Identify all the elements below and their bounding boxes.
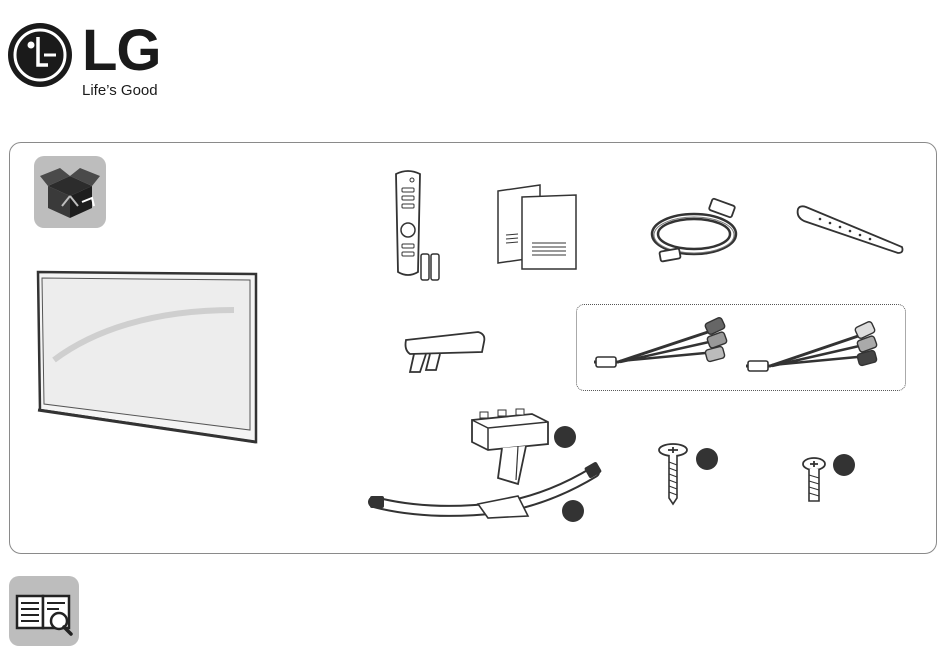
lg-face-icon xyxy=(8,23,72,87)
stand-screw-small xyxy=(800,455,828,505)
cable-holder-strap xyxy=(794,203,906,257)
magic-remote-with-batteries xyxy=(388,168,448,284)
component-gender-cable xyxy=(590,314,740,372)
lg-tagline: Life’s Good xyxy=(82,82,158,100)
lg-wordmark: LG xyxy=(82,18,161,84)
callout-marker xyxy=(696,448,718,470)
cable-clip xyxy=(402,328,488,376)
book-magnifier-icon xyxy=(9,576,79,646)
callout-marker xyxy=(833,454,855,476)
open-box-icon xyxy=(34,156,106,228)
callout-marker xyxy=(554,426,576,448)
lg-logo: LG Life’s Good xyxy=(8,20,178,105)
tv-set xyxy=(34,270,260,446)
power-cord xyxy=(648,198,748,264)
av-gender-cable xyxy=(742,316,892,374)
owners-manual xyxy=(496,183,582,271)
callout-marker xyxy=(562,500,584,522)
stand-screw-large xyxy=(657,442,689,506)
